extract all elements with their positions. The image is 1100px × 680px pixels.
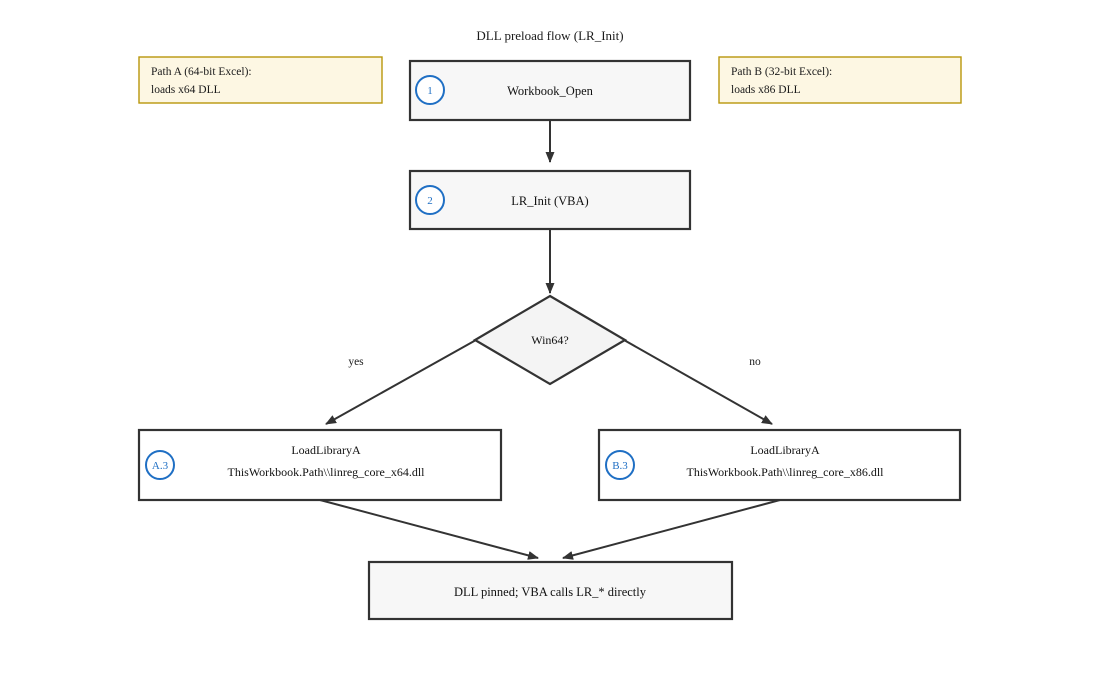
node-dll-pinned-label: DLL pinned; VBA calls LR_* directly: [454, 585, 647, 599]
edge-label-yes: yes: [348, 356, 364, 368]
node-load-x86-line1: LoadLibraryA: [750, 443, 820, 457]
node-load-x86-badge: B.3: [612, 460, 628, 472]
edge-label-no: no: [749, 356, 761, 368]
note-path-b-box: [718, 56, 962, 104]
node-load-x64-badge: A.3: [152, 460, 169, 472]
edge-decision-yes: [325, 339, 477, 425]
node-workbook-open-badge: 1: [427, 85, 433, 97]
node-lr-init-label: LR_Init (VBA): [511, 194, 588, 208]
node-load-x64-line1: LoadLibraryA: [291, 443, 361, 457]
node-decision-win64-label: Win64?: [531, 333, 569, 347]
edge-decision-no: [623, 339, 773, 425]
node-lr-init-box[interactable]: [408, 169, 692, 231]
node-load-x64-box[interactable]: [137, 428, 503, 502]
note-path-a: Path A (64-bit Excel): loads x64 DLL: [138, 56, 383, 104]
badge-circle-icon: [415, 75, 445, 105]
edge-x64-to-pinned: [319, 499, 539, 560]
badge-circle-icon: [605, 450, 635, 480]
node-dll-pinned[interactable]: DLL pinned; VBA calls LR_* directly: [367, 560, 734, 621]
note-path-b-line1: Path B (32-bit Excel):: [731, 66, 832, 78]
node-load-x86-box[interactable]: [597, 428, 962, 502]
diagram-title: DLL preload flow (LR_Init): [476, 28, 623, 43]
node-load-x64-line2: ThisWorkbook.Path\\linreg_core_x64.dll: [227, 465, 425, 479]
node-load-x86-line2: ThisWorkbook.Path\\linreg_core_x86.dll: [686, 465, 884, 479]
node-workbook-open[interactable]: 1 Workbook_Open: [408, 59, 692, 122]
note-path-b: Path B (32-bit Excel): loads x86 DLL: [718, 56, 962, 104]
badge-circle-icon: [415, 185, 445, 215]
node-lr-init-badge: 2: [427, 195, 433, 207]
badge-circle-icon: [145, 450, 175, 480]
node-dll-pinned-box[interactable]: [367, 560, 734, 621]
node-decision-win64-shape[interactable]: [472, 294, 628, 386]
note-path-b-line2: loads x86 DLL: [731, 84, 801, 96]
edge-x86-to-pinned: [562, 499, 781, 560]
node-lr-init[interactable]: 2 LR_Init (VBA): [408, 169, 692, 231]
note-path-a-line1: Path A (64-bit Excel):: [151, 66, 252, 78]
node-load-x86[interactable]: B.3 LoadLibraryA ThisWorkbook.Path\\linr…: [597, 428, 962, 502]
node-workbook-open-label: Workbook_Open: [507, 84, 594, 98]
node-load-x64[interactable]: A.3 LoadLibraryA ThisWorkbook.Path\\linr…: [137, 428, 503, 502]
note-path-a-line2: loads x64 DLL: [151, 84, 221, 96]
node-decision-win64[interactable]: Win64?: [472, 294, 628, 386]
note-path-a-box: [138, 56, 383, 104]
node-workbook-open-box[interactable]: [408, 59, 692, 122]
